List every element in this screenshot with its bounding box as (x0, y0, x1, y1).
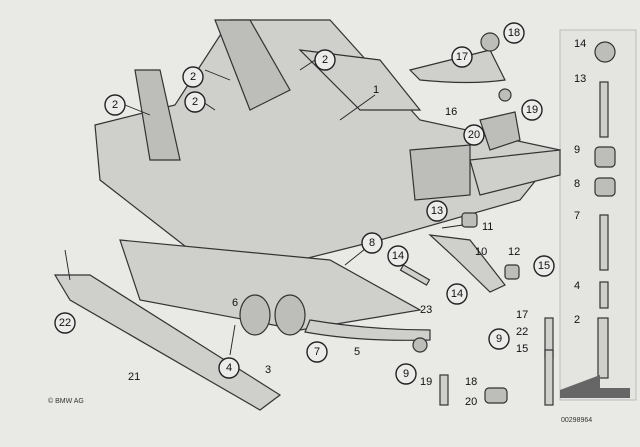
svg-text:17: 17 (456, 51, 468, 63)
svg-text:2: 2 (322, 54, 328, 66)
svg-text:2: 2 (112, 99, 118, 111)
sidebar-label: 13 (574, 73, 586, 85)
tension-strut (304, 319, 431, 341)
callout: 17 (451, 46, 473, 68)
svg-text:20: 20 (468, 129, 480, 141)
label: 16 (445, 106, 457, 118)
svg-text:9: 9 (403, 368, 409, 380)
callout: 20 (463, 124, 485, 146)
callout: 15 (533, 255, 555, 277)
svg-text:18: 18 (508, 27, 520, 39)
reference-number: 00298964 (561, 417, 592, 424)
bracket (479, 111, 521, 151)
label: 22 (516, 326, 528, 338)
label: 21 (128, 371, 140, 383)
rubber-mount (274, 294, 306, 336)
rubber-mount (239, 294, 271, 336)
callout: 2 (104, 94, 126, 116)
callout: 13 (426, 200, 448, 222)
svg-text:14: 14 (392, 250, 404, 262)
label: 19 (420, 376, 432, 388)
lower-wishbone (428, 234, 506, 293)
ball-joint (412, 337, 428, 353)
sidebar-label: 2 (574, 314, 580, 326)
svg-text:9: 9 (496, 333, 502, 345)
callout: 2 (182, 66, 204, 88)
direction-arrow-icon (560, 375, 630, 398)
bushing (461, 212, 478, 228)
label: 23 (420, 304, 432, 316)
label: 11 (482, 221, 493, 233)
svg-text:22: 22 (59, 317, 71, 329)
callout: 7 (306, 341, 328, 363)
svg-text:8: 8 (369, 237, 375, 249)
callout: 19 (521, 99, 543, 121)
callout: 18 (503, 22, 525, 44)
callout: 2 (314, 49, 336, 71)
svg-text:2: 2 (192, 96, 198, 108)
label: 1 (373, 84, 379, 96)
bushing (504, 264, 520, 280)
svg-text:13: 13 (431, 205, 443, 217)
callout: 2 (184, 91, 206, 113)
sidebar-label: 7 (574, 210, 580, 222)
sidebar-label: 4 (574, 280, 580, 292)
svg-text:7: 7 (314, 346, 320, 358)
svg-text:2: 2 (190, 71, 196, 83)
svg-text:4: 4 (226, 362, 232, 374)
sidebar-label: 14 (574, 38, 586, 50)
callout: 9 (395, 363, 417, 385)
pin (399, 264, 431, 286)
sidebar-label: 8 (574, 178, 580, 190)
label: 20 (465, 396, 477, 408)
callout: 14 (387, 245, 409, 267)
label: 12 (508, 246, 520, 258)
callout: 9 (488, 328, 510, 350)
callout: 8 (361, 232, 383, 254)
label: 15 (516, 343, 528, 355)
sidebar-parts (439, 41, 630, 406)
label: 5 (354, 346, 360, 358)
svg-text:19: 19 (526, 104, 538, 116)
label: 17 (516, 309, 528, 321)
label: 18 (465, 376, 477, 388)
label: 6 (232, 297, 238, 309)
svg-text:14: 14 (451, 288, 463, 300)
label: 10 (475, 246, 487, 258)
label: 3 (265, 364, 271, 376)
front-axle-subframe (94, 19, 562, 331)
callout: 4 (218, 357, 240, 379)
copyright: © BMW AG (48, 397, 84, 405)
svg-text:15: 15 (538, 260, 550, 272)
sidebar-label: 9 (574, 144, 580, 156)
callout: 22 (54, 312, 76, 334)
callout: 14 (446, 283, 468, 305)
